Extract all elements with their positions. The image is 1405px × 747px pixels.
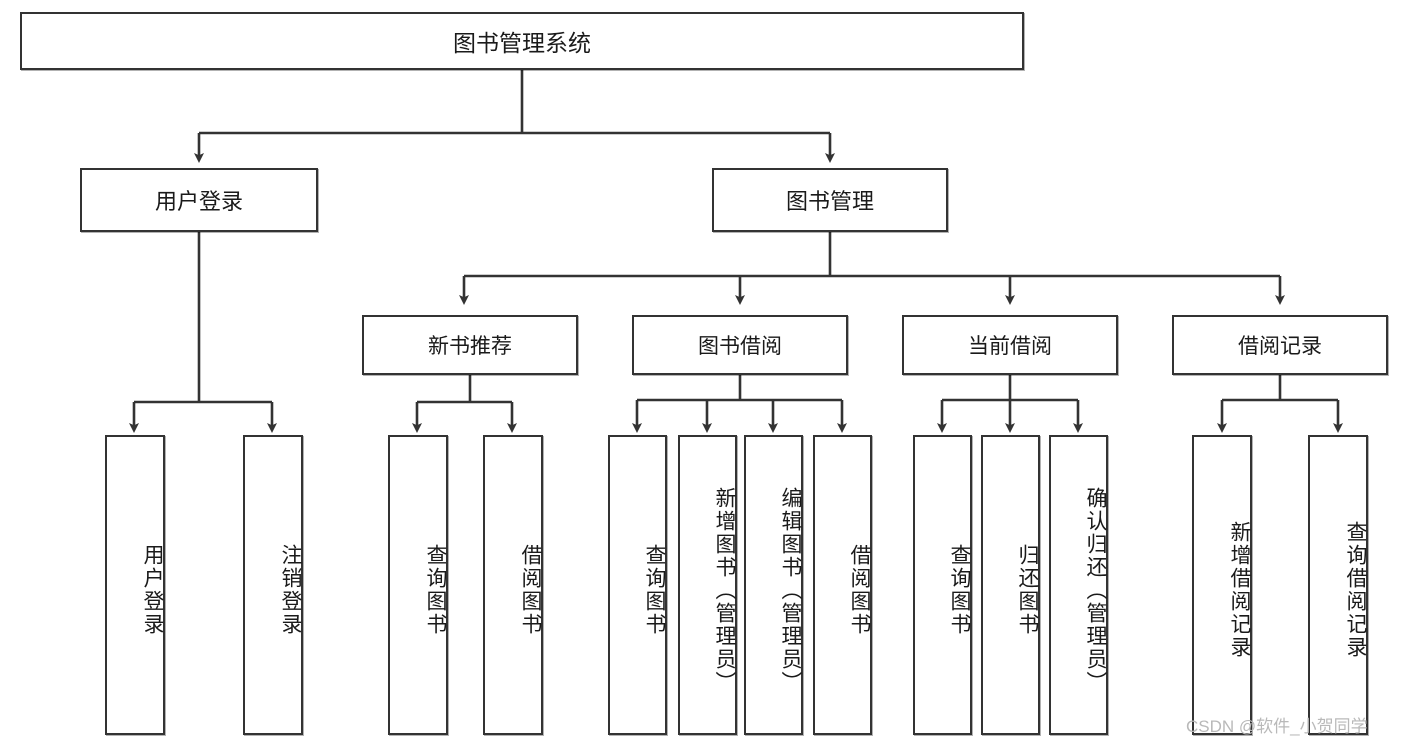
node-label: 用户登录	[141, 544, 164, 636]
node-label: 查询图书	[948, 544, 971, 636]
leaf-user-login-logout[interactable]: 注销登录	[243, 435, 303, 735]
node-label: 新增图书（管理员）	[713, 486, 736, 694]
node-book-management[interactable]: 图书管理	[712, 168, 948, 232]
node-root-book-management-system[interactable]: 图书管理系统	[20, 12, 1024, 70]
leaf-book-borrow-edit-book-admin[interactable]: 编辑图书（管理员）	[744, 435, 803, 735]
node-label: 当前借阅	[968, 335, 1052, 358]
node-label: 确认归还（管理员）	[1084, 486, 1107, 694]
leaf-new-book-query-book[interactable]: 查询图书	[388, 435, 448, 735]
node-label: 借阅图书	[519, 544, 542, 636]
node-book-borrow[interactable]: 图书借阅	[632, 315, 848, 375]
node-new-book-recommend[interactable]: 新书推荐	[362, 315, 578, 375]
leaf-current-borrow-return-book[interactable]: 归还图书	[981, 435, 1040, 735]
node-label: 新增借阅记录	[1228, 521, 1251, 659]
node-label: 新书推荐	[428, 335, 512, 358]
node-label: 查询图书	[424, 544, 447, 636]
leaf-current-borrow-confirm-return-admin[interactable]: 确认归还（管理员）	[1049, 435, 1108, 735]
leaf-book-borrow-query-book[interactable]: 查询图书	[608, 435, 667, 735]
leaf-book-borrow-add-book-admin[interactable]: 新增图书（管理员）	[678, 435, 737, 735]
csdn-watermark: CSDN @软件_小贺同学	[1186, 717, 1368, 736]
node-label: 借阅记录	[1238, 335, 1322, 358]
leaf-borrow-record-add-record[interactable]: 新增借阅记录	[1192, 435, 1252, 735]
node-label: 归还图书	[1016, 544, 1039, 636]
node-current-borrow[interactable]: 当前借阅	[902, 315, 1118, 375]
leaf-new-book-borrow-book[interactable]: 借阅图书	[483, 435, 543, 735]
node-label: 图书管理系统	[453, 30, 591, 56]
node-label: 图书借阅	[698, 335, 782, 358]
node-user-login[interactable]: 用户登录	[80, 168, 318, 232]
leaf-borrow-record-query-record[interactable]: 查询借阅记录	[1308, 435, 1368, 735]
node-label: 图书管理	[785, 189, 874, 214]
leaf-user-login-login[interactable]: 用户登录	[105, 435, 165, 735]
node-borrow-record[interactable]: 借阅记录	[1172, 315, 1388, 375]
node-label: 用户登录	[154, 189, 243, 214]
leaf-current-borrow-query-book[interactable]: 查询图书	[913, 435, 972, 735]
node-label: 查询借阅记录	[1344, 521, 1367, 659]
leaf-book-borrow-borrow-book[interactable]: 借阅图书	[813, 435, 872, 735]
node-label: 查询图书	[643, 544, 666, 636]
node-label: 借阅图书	[848, 544, 871, 636]
node-label: 编辑图书（管理员）	[779, 486, 802, 694]
node-label: 注销登录	[279, 544, 302, 636]
